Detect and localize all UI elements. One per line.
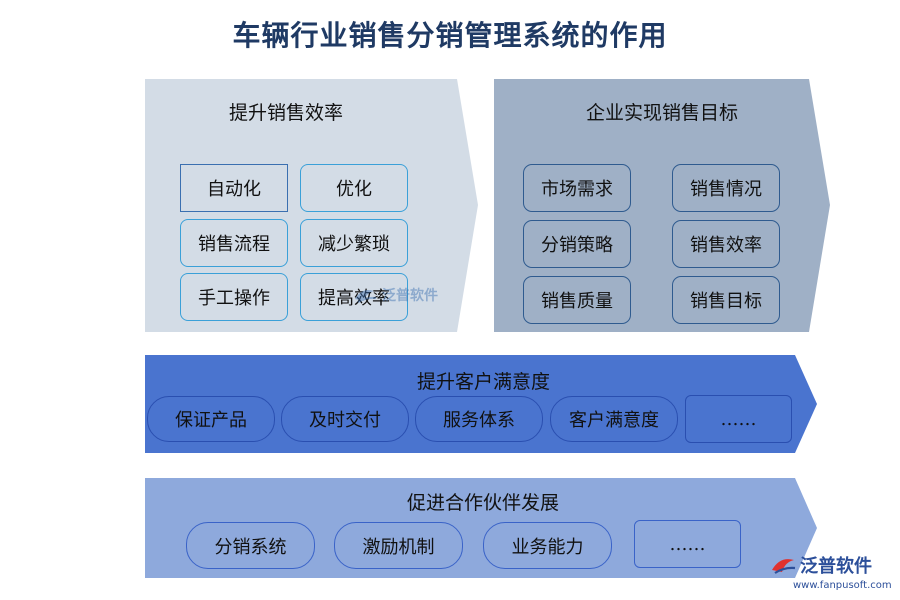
item-box: …… [685,395,792,443]
fanpu-logo-icon [772,559,796,574]
watermark: 泛普软件 [352,285,438,305]
item-box: 保证产品 [147,396,275,442]
item-box: 销售效率 [672,220,780,268]
panel-arrow-shape [494,79,830,332]
panel-title: 提升客户满意度 [417,371,551,393]
brand-logo: 泛普软件 [770,552,872,578]
fanpu-logo-icon [355,290,377,303]
item-box: 分销策略 [523,220,631,268]
logo-url: www.fanpusoft.com [793,580,892,591]
item-box: 激励机制 [334,522,463,569]
watermark-text: 泛普软件 [382,288,438,304]
item-box: 减少繁琐 [300,219,408,267]
panel-title: 促进合作伙伴发展 [407,492,560,514]
item-box: 销售质量 [523,276,631,324]
item-box: 市场需求 [523,164,631,212]
item-box: 服务体系 [415,396,543,442]
item-box: 手工操作 [180,273,288,321]
panel-partner-development: 促进合作伙伴发展 分销系统 激励机制 业务能力 …… [145,478,817,578]
item-box: 优化 [300,164,408,212]
item-box: 提高效率 [300,273,408,321]
item-box: 销售情况 [672,164,780,212]
panel-title: 提升销售效率 [229,102,344,124]
panel-achieve-sales-goals: 企业实现销售目标 市场需求 销售情况 分销策略 销售效率 销售质量 销售目标 [494,79,830,332]
page-title: 车辆行业销售分销管理系统的作用 [232,19,668,52]
item-box: 销售目标 [672,276,780,324]
item-box: 客户满意度 [550,396,678,442]
item-box: 自动化 [180,164,288,212]
logo-text: 泛普软件 [800,556,872,577]
panel-improve-sales-efficiency: 提升销售效率 自动化 优化 销售流程 减少繁琐 手工操作 提高效率 [145,79,478,332]
item-box: 及时交付 [281,396,409,442]
item-box: 销售流程 [180,219,288,267]
item-box: 分销系统 [186,522,315,569]
item-box: …… [634,520,741,568]
panel-title: 企业实现销售目标 [586,102,739,124]
item-box: 业务能力 [483,522,612,569]
panel-customer-satisfaction: 提升客户满意度 保证产品 及时交付 服务体系 客户满意度 …… [145,355,817,453]
